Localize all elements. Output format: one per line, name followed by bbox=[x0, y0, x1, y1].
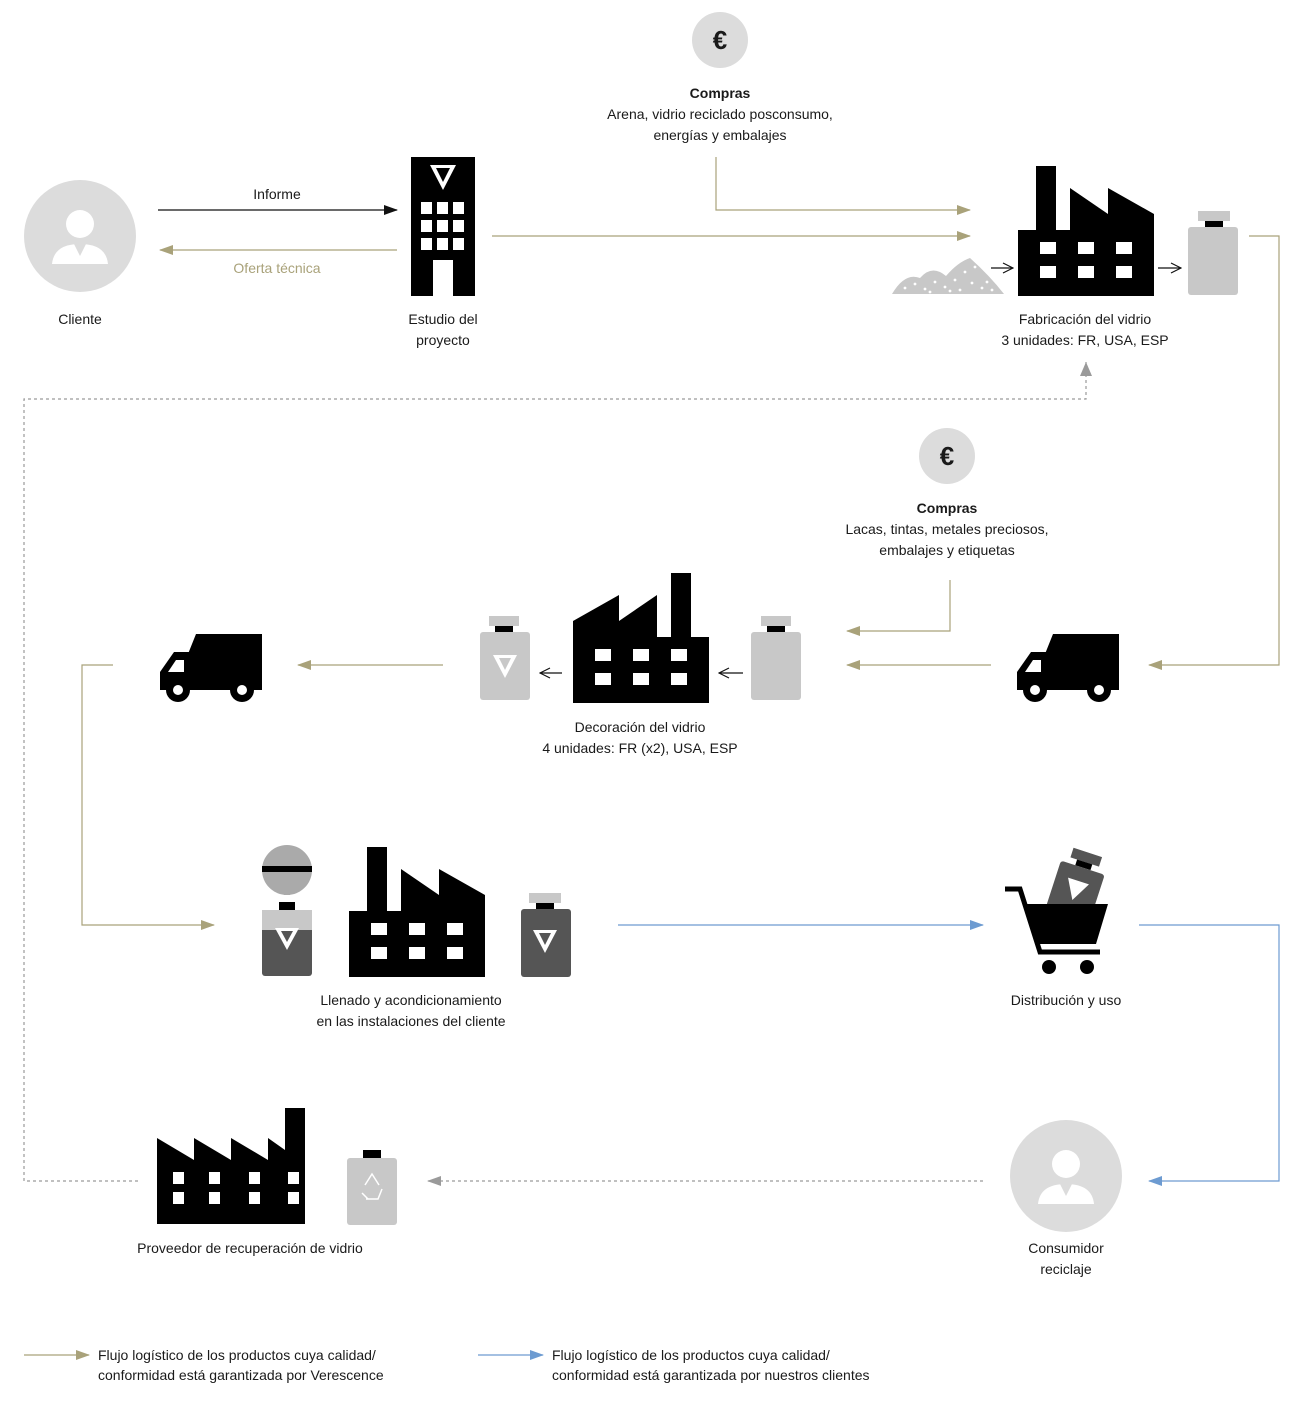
decoration-line2: 4 unidades: FR (x2), USA, ESP bbox=[542, 740, 738, 756]
legend-gold-line1: Flujo logístico de los productos cuya ca… bbox=[98, 1347, 376, 1363]
recovery-factory-icon bbox=[157, 1108, 305, 1224]
office-building-icon bbox=[411, 157, 475, 296]
filling-line2: en las instalaciones del cliente bbox=[316, 1013, 506, 1029]
euro-icon bbox=[692, 12, 748, 68]
glass-bottle-icon bbox=[751, 616, 801, 700]
recycle-bottle-icon bbox=[347, 1150, 397, 1225]
manufacturing-factory-icon bbox=[1018, 166, 1154, 296]
recycling-loop-line bbox=[23, 362, 1087, 1182]
distribution-label: Distribución y uso bbox=[1010, 992, 1122, 1008]
consumer-line1: Consumidor bbox=[1028, 1240, 1104, 1256]
informe-label: Informe bbox=[253, 186, 301, 202]
filled-bottle-icon bbox=[521, 893, 571, 977]
client-person-icon bbox=[24, 180, 136, 292]
purchase-1-line2: energías y embalajes bbox=[653, 127, 787, 143]
legend-blue-text: Flujo logístico de los productos cuya ca… bbox=[552, 1345, 870, 1385]
euro-icon bbox=[919, 428, 975, 484]
bottle-to-truck-arrow bbox=[1148, 235, 1280, 670]
manufacturing-line1: Fabricación del vidrio bbox=[1018, 311, 1152, 327]
consumer-label: Consumidor reciclaje bbox=[986, 1238, 1146, 1280]
sand-pile-icon bbox=[892, 258, 1004, 294]
consumer-line2: reciclaje bbox=[1040, 1261, 1092, 1277]
filling-label: Llenado y acondicionamiento en las insta… bbox=[261, 990, 561, 1032]
purchase-1-title: Compras bbox=[689, 85, 751, 101]
decoration-label: Decoración del vidrio 4 unidades: FR (x2… bbox=[490, 717, 790, 759]
consumer-person-icon bbox=[1010, 1120, 1122, 1232]
purchase-2-line2: embalajes y etiquetas bbox=[879, 542, 1015, 558]
distribution-to-consumer-arrow bbox=[1139, 924, 1280, 1186]
project-study-line1: Estudio del bbox=[408, 311, 478, 327]
truck-icon bbox=[160, 634, 262, 702]
manufacturing-line2: 3 unidades: FR, USA, ESP bbox=[1001, 332, 1169, 348]
purchase-1-arrow bbox=[715, 157, 971, 215]
purchase-1-text: Compras Arena, vidrio reciclado posconsu… bbox=[570, 83, 870, 146]
purchase-1-line1: Arena, vidrio reciclado posconsumo, bbox=[607, 106, 833, 122]
purchase-2-arrow bbox=[846, 580, 951, 636]
filling-globe-icon bbox=[262, 845, 312, 976]
client-label: Cliente bbox=[58, 311, 102, 327]
decorated-bottle-icon bbox=[480, 616, 530, 700]
filling-line1: Llenado y acondicionamiento bbox=[320, 992, 502, 1008]
decoration-line1: Decoración del vidrio bbox=[574, 719, 706, 735]
project-study-label: Estudio del proyecto bbox=[363, 309, 523, 351]
recycle-icon bbox=[361, 1172, 383, 1200]
glass-bottle-icon bbox=[1188, 211, 1238, 295]
oferta-label: Oferta técnica bbox=[233, 260, 321, 276]
purchase-2-title: Compras bbox=[916, 500, 978, 516]
recycling-loop-arrowhead bbox=[1080, 362, 1092, 376]
project-study-line2: proyecto bbox=[416, 332, 470, 348]
legend-gold-line2: conformidad está garantizada por Veresce… bbox=[98, 1367, 384, 1383]
legend-blue-line1: Flujo logístico de los productos cuya ca… bbox=[552, 1347, 830, 1363]
legend-blue-line2: conformidad está garantizada por nuestro… bbox=[552, 1367, 870, 1383]
purchase-2-line1: Lacas, tintas, metales preciosos, bbox=[845, 521, 1049, 537]
euro-symbol-2: € bbox=[939, 441, 955, 471]
purchase-2-text: Compras Lacas, tintas, metales preciosos… bbox=[797, 498, 1097, 561]
legend-gold-text: Flujo logístico de los productos cuya ca… bbox=[98, 1345, 384, 1385]
decoration-factory-icon bbox=[573, 573, 709, 703]
shopping-cart-icon bbox=[1005, 847, 1108, 974]
truck-to-filling-arrow bbox=[81, 664, 215, 930]
manufacturing-label: Fabricación del vidrio 3 unidades: FR, U… bbox=[935, 309, 1235, 351]
filling-factory-icon bbox=[349, 847, 485, 977]
truck-icon bbox=[1017, 634, 1119, 702]
recovery-provider-label: Proveedor de recuperación de vidrio bbox=[137, 1240, 363, 1256]
euro-symbol-1: € bbox=[712, 25, 728, 55]
